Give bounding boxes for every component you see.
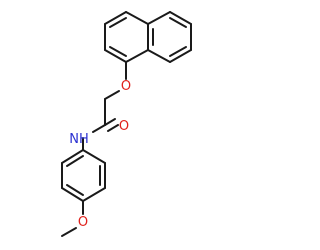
bond <box>104 90 120 100</box>
methoxy-oxygen-label: O <box>78 215 88 230</box>
bond <box>169 17 187 28</box>
bond <box>82 187 106 202</box>
bond <box>104 118 116 126</box>
bond <box>169 46 187 57</box>
bond <box>61 227 77 237</box>
bond <box>147 11 171 25</box>
bond <box>169 49 192 63</box>
bond <box>109 46 127 57</box>
amide-nitrogen-label: NH <box>69 132 89 147</box>
bond <box>82 149 106 164</box>
bond <box>147 49 171 63</box>
bond <box>109 17 127 28</box>
bond <box>61 187 84 202</box>
carbonyl-oxygen-label: O <box>119 119 129 134</box>
bond <box>125 11 149 25</box>
bond <box>125 49 149 63</box>
bond <box>61 149 84 164</box>
bond <box>66 155 84 167</box>
bond <box>66 184 84 196</box>
bond <box>107 124 119 132</box>
bond <box>104 11 127 25</box>
bond <box>92 124 106 133</box>
molecule-structure: O O NH O <box>61 11 192 237</box>
atom-labels: O O NH O <box>69 79 131 230</box>
ether-oxygen-label: O <box>121 79 131 94</box>
bond <box>169 11 192 25</box>
bond <box>104 49 127 63</box>
bonds <box>61 11 192 237</box>
